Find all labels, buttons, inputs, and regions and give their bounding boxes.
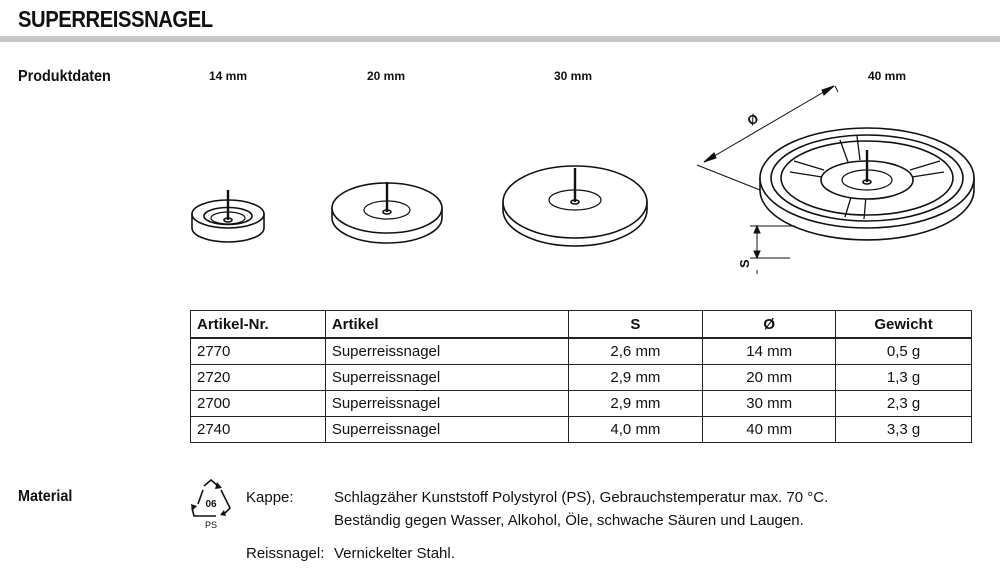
diameter-symbol: Ø	[745, 110, 762, 128]
recycle-code: 06	[205, 499, 217, 510]
table-row: 2700 Superreissnagel 2,9 mm 30 mm 2,3 g	[190, 390, 972, 417]
header-article: Artikel	[324, 310, 569, 339]
size-label-40: 40 mm	[867, 69, 907, 83]
cell-weight: 1,3 g	[835, 364, 972, 391]
cell-article-no: 2720	[190, 364, 326, 391]
table-row: 2770 Superreissnagel 2,6 mm 14 mm 0,5 g	[190, 337, 972, 365]
page-title: SUPERREISSNAGEL	[18, 6, 213, 32]
size-label-14: 14 mm	[208, 69, 248, 83]
pin-drawing-14	[191, 190, 265, 243]
cell-weight: 2,3 g	[835, 390, 972, 417]
spec-table: Artikel-Nr. Artikel S Ø Gewicht 2770 Sup…	[190, 310, 972, 443]
cell-diameter: 20 mm	[702, 364, 837, 391]
cell-article-no: 2700	[190, 390, 326, 417]
cell-diameter: 30 mm	[702, 390, 837, 417]
cap-text-line-1: Schlagzäher Kunststoff Polystyrol (PS), …	[334, 489, 829, 506]
cell-s: 4,0 mm	[567, 416, 704, 443]
pin-drawing-40	[759, 127, 975, 241]
cell-diameter: 14 mm	[702, 337, 837, 365]
pin-drawing-30	[502, 165, 648, 247]
header-s: S	[567, 310, 704, 339]
header-diameter: Ø	[702, 310, 837, 339]
cell-weight: 0,5 g	[835, 337, 972, 365]
section-label-product: Produktdaten	[18, 68, 111, 85]
header-weight: Gewicht	[835, 310, 972, 339]
cell-article-no: 2770	[190, 337, 326, 365]
height-symbol: S	[737, 259, 752, 268]
cell-article: Superreissnagel	[324, 364, 569, 391]
table-header-row: Artikel-Nr. Artikel S Ø Gewicht	[190, 310, 972, 339]
section-label-material: Material	[18, 488, 73, 505]
table-row: 2740 Superreissnagel 4,0 mm 40 mm 3,3 g	[190, 416, 972, 443]
cell-article: Superreissnagel	[324, 390, 569, 417]
size-label-20: 20 mm	[366, 69, 406, 83]
pin-label: Reissnagel:	[246, 545, 325, 562]
pin-drawing-20	[331, 182, 443, 244]
cell-diameter: 40 mm	[702, 416, 837, 443]
header-article-no: Artikel-Nr.	[190, 310, 326, 339]
cell-s: 2,9 mm	[567, 390, 704, 417]
product-drawings: Ø S	[191, 85, 975, 274]
cap-text-line-2: Beständig gegen Wasser, Alkohol, Öle, sc…	[334, 512, 804, 529]
cap-label: Kappe:	[246, 489, 294, 506]
cell-s: 2,6 mm	[567, 337, 704, 365]
cell-weight: 3,3 g	[835, 416, 972, 443]
pin-text: Vernickelter Stahl.	[334, 545, 455, 562]
cell-article: Superreissnagel	[324, 337, 569, 365]
recycling-triangle-icon: 06 PS	[191, 479, 231, 530]
title-divider	[0, 36, 1000, 42]
cell-article-no: 2740	[190, 416, 326, 443]
recycle-abbr: PS	[205, 520, 217, 530]
cell-s: 2,9 mm	[567, 364, 704, 391]
size-label-30: 30 mm	[553, 69, 593, 83]
cell-article: Superreissnagel	[324, 416, 569, 443]
table-row: 2720 Superreissnagel 2,9 mm 20 mm 1,3 g	[190, 364, 972, 391]
